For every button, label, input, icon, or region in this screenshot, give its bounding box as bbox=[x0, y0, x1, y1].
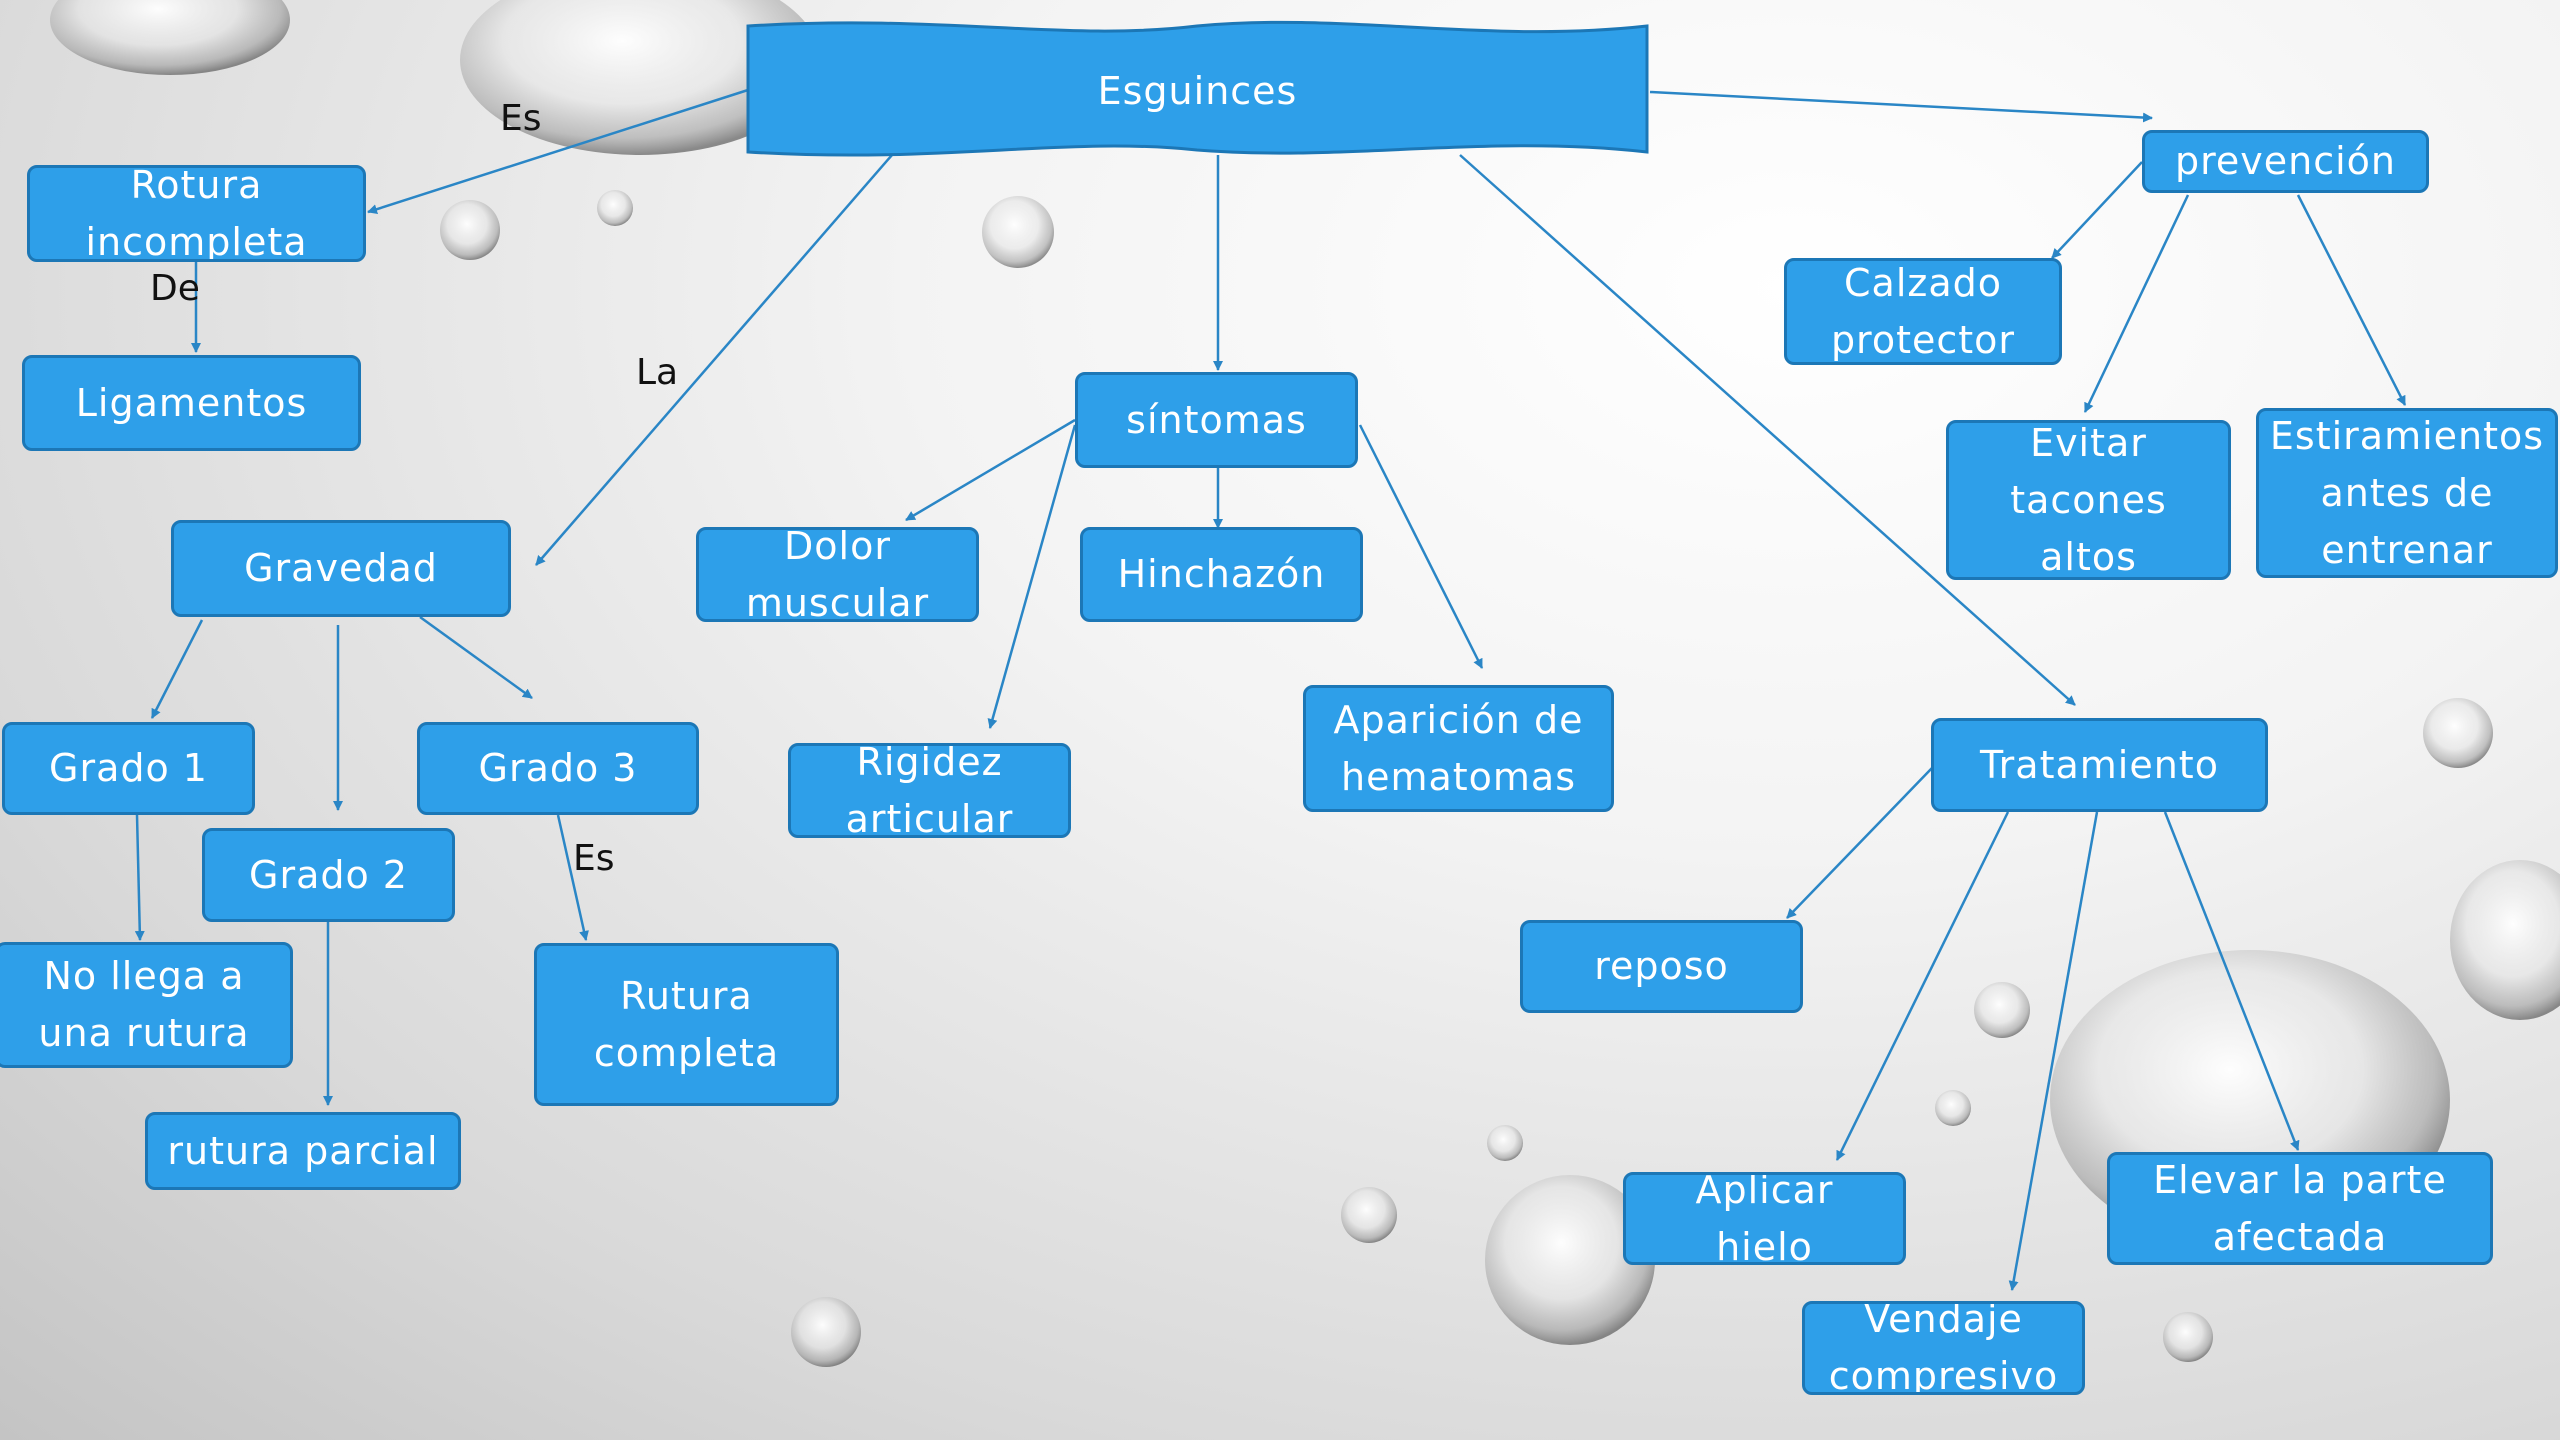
arrow-tratamiento-to-elevar bbox=[2163, 811, 2300, 1151]
arrow-esguinces-to-rotura bbox=[367, 88, 749, 215]
arrow-sintomas-to-dolor bbox=[905, 418, 1076, 522]
arrow-prevencion-to-calzado bbox=[2051, 161, 2143, 259]
node-gravedad: Gravedad bbox=[171, 520, 511, 617]
arrow-grado1-to-no-llega bbox=[134, 814, 145, 941]
node-elevar-parte: Elevar la parte afectada bbox=[2107, 1152, 2493, 1265]
arrow-tratamiento-to-vendaje bbox=[2008, 811, 2099, 1291]
node-grado-3: Grado 3 bbox=[417, 722, 699, 815]
node-hematomas: Aparición de hematomas bbox=[1303, 685, 1614, 812]
node-dolor-muscular: Dolor muscular bbox=[696, 527, 979, 622]
node-sintomas: síntomas bbox=[1075, 372, 1358, 468]
node-vendaje-compresivo: Vendaje compresivo bbox=[1802, 1301, 2085, 1395]
label-es-2: Es bbox=[573, 838, 615, 879]
label-la: La bbox=[636, 352, 679, 393]
node-estiramientos: Estiramientos antes de entrenar bbox=[2256, 408, 2558, 578]
node-rutura-parcial: rutura parcial bbox=[145, 1112, 461, 1190]
node-rutura-completa: Rutura completa bbox=[534, 943, 839, 1106]
arrow-sintomas-to-hematomas bbox=[1358, 424, 1484, 669]
node-aplicar-hielo: Aplicar hielo bbox=[1623, 1172, 1906, 1265]
arrow-prevencion-to-estiramientos bbox=[2296, 194, 2407, 406]
node-rotura-incompleta: Rotura incompleta bbox=[27, 165, 366, 262]
arrow-gravedad-to-grado1 bbox=[150, 619, 204, 719]
node-grado-2: Grado 2 bbox=[202, 828, 455, 922]
node-prevencion: prevención bbox=[2142, 130, 2429, 193]
label-de: De bbox=[150, 268, 200, 309]
arrow-prevencion-to-tacones bbox=[2083, 194, 2190, 413]
node-hinchazon: Hinchazón bbox=[1080, 527, 1363, 622]
title-banner bbox=[746, 20, 1649, 157]
node-calzado-protector: Calzado protector bbox=[1784, 258, 2062, 365]
arrow-sintomas-to-rigidez bbox=[987, 424, 1077, 729]
arrow-tratamiento-to-reposo bbox=[1786, 767, 1933, 919]
arrow-grado3-to-completa bbox=[556, 814, 589, 941]
node-rigidez-articular: Rigidez articular bbox=[788, 743, 1071, 838]
node-ligamentos: Ligamentos bbox=[22, 355, 361, 451]
node-grado-1: Grado 1 bbox=[2, 722, 255, 815]
node-reposo: reposo bbox=[1520, 920, 1803, 1013]
label-es-1: Es bbox=[500, 98, 542, 139]
arrow-esguinces-to-tratamiento bbox=[1459, 154, 2076, 706]
arrow-tratamiento-to-hielo bbox=[1835, 811, 2010, 1161]
arrow-esguinces-to-gravedad bbox=[535, 139, 906, 566]
node-evitar-tacones: Evitar tacones altos bbox=[1946, 420, 2231, 580]
page-title: Esguinces bbox=[1097, 68, 1298, 113]
node-no-llega-rutura: No llega a una rutura bbox=[0, 942, 293, 1068]
arrow-gravedad-to-grado3 bbox=[419, 615, 533, 700]
arrow-esguinces-to-prevencion bbox=[1649, 90, 2153, 123]
node-tratamiento: Tratamiento bbox=[1931, 718, 2268, 812]
